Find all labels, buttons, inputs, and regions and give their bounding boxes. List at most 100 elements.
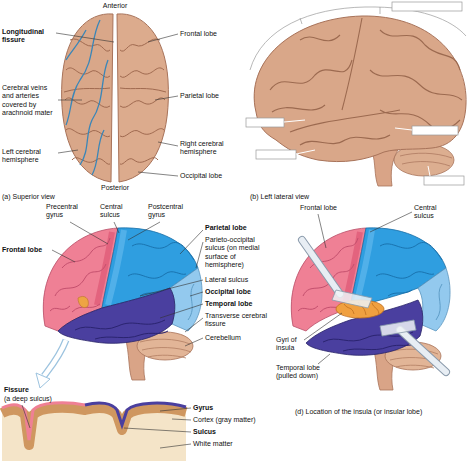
leader-line [185, 318, 203, 332]
leader-line [124, 428, 191, 432]
bracket-tick [380, 7, 381, 14]
retractor-handle [302, 240, 340, 294]
leader-line [185, 338, 203, 346]
callout-label: Gyrus [193, 404, 263, 412]
lateral-view-brain [254, 16, 466, 186]
blank-leader [428, 166, 430, 176]
leader-line [138, 172, 178, 176]
leader-line [58, 100, 82, 101]
leader-line [155, 96, 178, 100]
leader-lines-a [56, 33, 178, 176]
cortex-section [2, 403, 186, 461]
arrow-outline [44, 340, 66, 376]
retractors [302, 240, 446, 372]
blank-label-box [256, 150, 296, 159]
panel-caption: (b) Left lateral view [250, 193, 370, 201]
callout-label: Frontal lobe [300, 204, 360, 212]
insula-glimpse [78, 296, 88, 307]
callout-label: Gyri of insula [276, 336, 306, 353]
blank-leader [284, 120, 305, 122]
blank-label-box [424, 176, 464, 185]
retractor-blade [332, 290, 372, 308]
callout-label: Occipital lobe [180, 172, 236, 180]
callout-label: Fissure [4, 386, 64, 394]
left-hemisphere [62, 14, 113, 182]
blank-label-box [246, 118, 284, 127]
retractor-blade [380, 320, 416, 336]
callout-label: White matter [193, 440, 263, 448]
lobe-label: Occipital lobe [205, 288, 269, 296]
leader-line [160, 444, 191, 448]
leader-line [52, 250, 75, 262]
callout-label: Parieto-occipital sulcus (on medial surf… [205, 236, 269, 270]
leader-line [318, 354, 330, 364]
panel-caption: (a) Superior view [2, 193, 122, 201]
leader-line [160, 408, 191, 411]
gyri [270, 18, 462, 145]
retractor-handle-outline [302, 240, 340, 294]
leader-line [370, 212, 412, 232]
leader-line [114, 222, 119, 233]
retractor-handle [400, 330, 446, 372]
cerebral-veins [66, 20, 108, 175]
leader-line [172, 419, 191, 420]
leader-line [128, 222, 160, 240]
callout-label: Longitudinal fissure [2, 28, 56, 45]
cerebellum-folia [400, 153, 452, 166]
callout-label: Cerebral veins and arteries covered by a… [2, 84, 56, 118]
occipital-lobe [170, 268, 202, 331]
callout-label: Postcentral gyrus [148, 203, 194, 220]
callout-label: Parietal lobe [180, 92, 236, 100]
surface-temporal [85, 403, 186, 425]
lobe-label: Frontal lobe [2, 246, 52, 254]
leader-lines-c [52, 222, 203, 346]
leader-line [158, 142, 178, 146]
callout-label: Cerebellum [205, 334, 269, 342]
leader-line [140, 280, 203, 296]
leader-line [196, 242, 203, 268]
callout-label: Temporal lobe (pulled down) [276, 364, 332, 381]
cerebrum [254, 16, 466, 162]
arrow-body [44, 340, 66, 376]
leader-line [160, 304, 203, 318]
panel-caption: (d) Location of the insula (or insular l… [295, 408, 471, 416]
leader-line [70, 222, 108, 244]
lobe-label: Parietal lobe [205, 224, 269, 232]
callout-label: Right cerebral hemisphere [180, 140, 236, 157]
leader-line [190, 292, 203, 296]
callout-label: Left cerebral hemisphere [2, 148, 56, 165]
leader-line [304, 313, 342, 340]
zoom-arrow [36, 340, 66, 388]
orientation-label: Posterior [95, 184, 135, 192]
surface-frontal [2, 403, 85, 440]
callout-label: Central sulcus [100, 203, 134, 220]
blank-leader [296, 150, 315, 154]
lobes-brain [43, 228, 202, 380]
temporal-lobe [306, 300, 423, 355]
lobe-label: Temporal lobe [205, 300, 269, 308]
bracket-tick [300, 18, 302, 24]
blank-label-brackets [246, 2, 466, 185]
right-gyri [120, 39, 166, 164]
leader-line [148, 34, 178, 42]
callout-label: (a deep sulcus) [4, 395, 74, 403]
callout-label: Central sulcus [414, 204, 450, 221]
orientation-label: Anterior [95, 2, 135, 10]
bracket-line [250, 7, 466, 70]
right-hemisphere [117, 14, 168, 182]
callout-label: Precentral gyrus [46, 203, 88, 220]
callout-label: Lateral sulcus [205, 276, 269, 284]
leader-line [318, 214, 326, 248]
leader-line [56, 33, 114, 42]
blank-leader [395, 128, 412, 130]
blank-label-box [412, 126, 458, 135]
blank-label-box [392, 2, 462, 11]
temporal-lobe [58, 288, 175, 343]
callout-label: Transverse cerebral fissure [205, 312, 269, 329]
leader-line [180, 230, 203, 254]
leader-line [58, 150, 78, 153]
callout-label: Sulcus [193, 428, 263, 436]
arrow-head [36, 373, 50, 388]
callout-label: Cortex (gray matter) [193, 416, 273, 424]
leader-lines-d [304, 212, 412, 364]
